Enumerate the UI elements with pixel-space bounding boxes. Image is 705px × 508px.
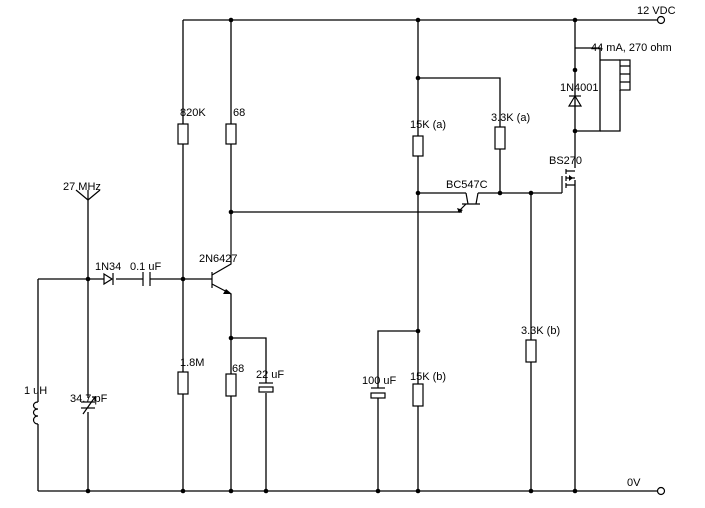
- capacitor-tuning: [81, 396, 96, 415]
- supply-terminal: [656, 15, 666, 25]
- label-mosfet: BS270: [549, 155, 582, 167]
- label-1n34: 1N34: [95, 261, 121, 273]
- mosfet-bs270: [561, 169, 575, 193]
- resistor-820k: [177, 123, 189, 145]
- label-antenna: 27 MHz: [63, 181, 101, 193]
- resistor-15k-b: [412, 383, 424, 407]
- resistor-1m8: [177, 371, 189, 395]
- capacitor-100uf: [370, 387, 386, 399]
- label-68-emitter: 68: [232, 363, 244, 375]
- label-68-top: 68: [233, 107, 245, 119]
- labels: 12 VDC 0V 27 MHz 44 mA, 270 ohm 1N4001 B…: [24, 5, 676, 489]
- resistor-3k3-a: [494, 126, 506, 150]
- resistor-15k-a: [412, 135, 424, 157]
- diode-1n34: [103, 272, 114, 286]
- capacitor-22uf: [258, 382, 274, 393]
- wiring: [37, 19, 657, 492]
- label-relay: 44 mA, 270 ohm: [591, 42, 672, 54]
- label-supply: 12 VDC: [637, 5, 676, 17]
- ground-terminal: [656, 486, 666, 496]
- label-820k: 820K: [180, 107, 206, 119]
- label-bc547c: BC547C: [446, 179, 488, 191]
- label-3k3-b: 3.3K (b): [521, 325, 560, 337]
- label-diode-1n4001: 1N4001: [560, 82, 599, 94]
- antenna-icon: [75, 189, 101, 201]
- label-coupling-cap: 0.1 uF: [130, 261, 161, 273]
- label-1m8: 1.8M: [180, 357, 204, 369]
- resistor-68-emitter: [225, 373, 237, 397]
- label-inductor: 1 uH: [24, 385, 47, 397]
- label-100uf: 100 uF: [362, 375, 397, 387]
- inductor-coil: [32, 401, 39, 425]
- diode-1n4001: [567, 94, 583, 107]
- label-15k-b: 15K (b): [410, 371, 446, 383]
- label-15k-a: 15K (a): [410, 119, 446, 131]
- resistor-3k3-b: [525, 339, 537, 363]
- label-3k3-a: 3.3K (a): [491, 112, 530, 124]
- capacitor-coupling: [142, 272, 151, 286]
- transistor-bc547c: [457, 192, 480, 213]
- relay-coil: [619, 59, 631, 91]
- label-tuning-cap: 34.7 pF: [70, 393, 108, 405]
- resistor-68-top: [225, 123, 237, 145]
- label-2n6427: 2N6427: [199, 253, 238, 265]
- transistor-2n6427: [211, 212, 232, 295]
- label-22uf: 22 uF: [256, 369, 284, 381]
- junctions: [85, 17, 578, 494]
- label-ground: 0V: [627, 477, 641, 489]
